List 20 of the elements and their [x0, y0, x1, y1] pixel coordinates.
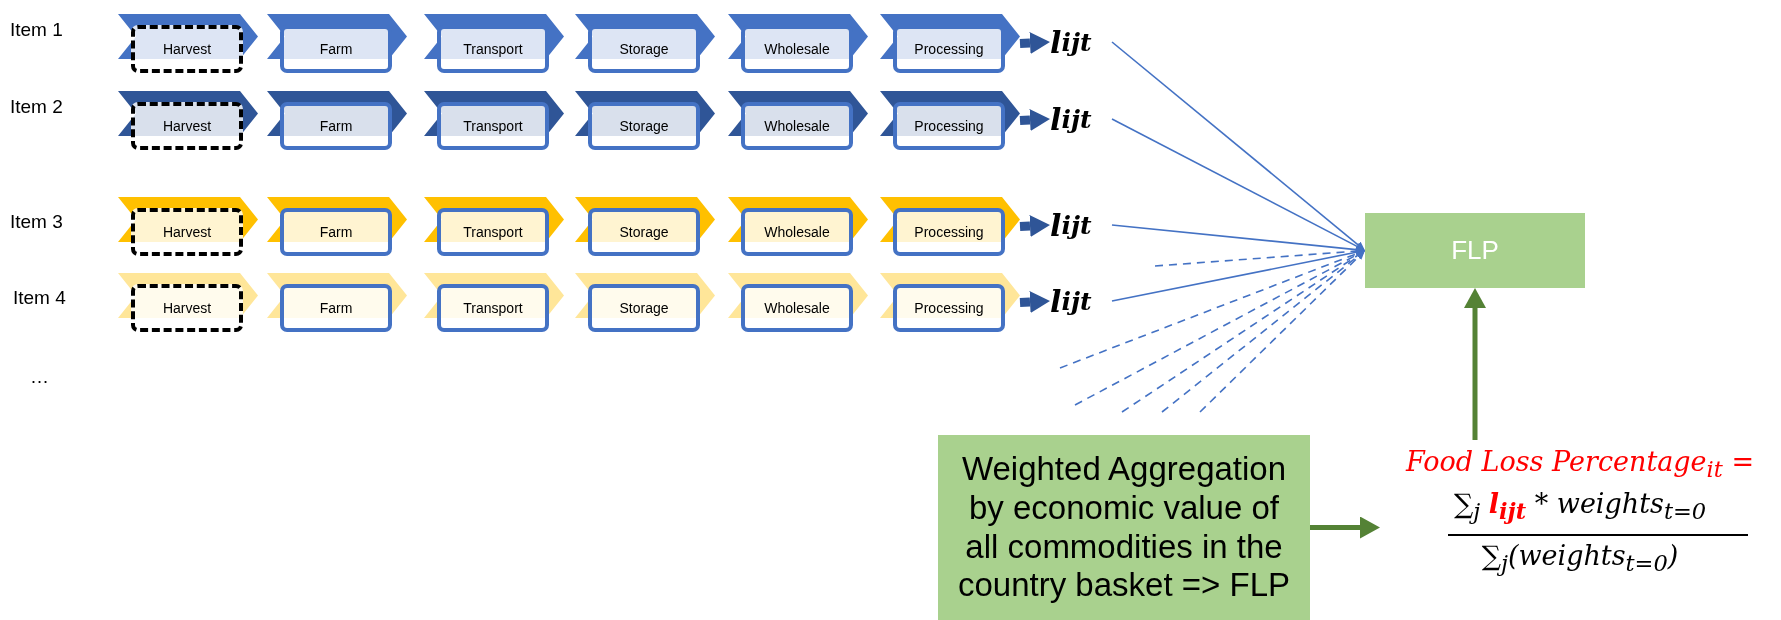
block-arrow	[1019, 109, 1050, 131]
note-box: Weighted Aggregation by economic value of all commodities in the country basket => FLP	[938, 435, 1310, 620]
block-arrow	[1019, 291, 1050, 313]
row-label: Item 4	[13, 287, 66, 309]
row-label: Item 3	[10, 211, 63, 233]
result-box: FLP	[1365, 213, 1585, 288]
row-label: Item 1	[10, 19, 63, 41]
formula-denominator: ∑$_{j}$(weights$_{t=0}$)	[1480, 540, 1680, 577]
block-arrow	[1019, 215, 1050, 237]
block-arrow	[1310, 516, 1380, 539]
formula-heading: Food Loss Percentage$_{it}$ =	[1404, 446, 1756, 483]
row-label: Item 2	[10, 96, 63, 118]
block-arrow	[1019, 32, 1050, 54]
arrow	[1111, 41, 1365, 251]
block-arrow	[1464, 288, 1486, 440]
dashed-arrow	[1199, 250, 1365, 413]
arrow	[1111, 118, 1365, 251]
ellipsis: …	[30, 366, 49, 388]
dashed-arrow	[1161, 250, 1365, 413]
formula-numerator: ∑$_{j}$ l$_{ijt}$* weights$_{t=0}$	[1452, 488, 1708, 525]
